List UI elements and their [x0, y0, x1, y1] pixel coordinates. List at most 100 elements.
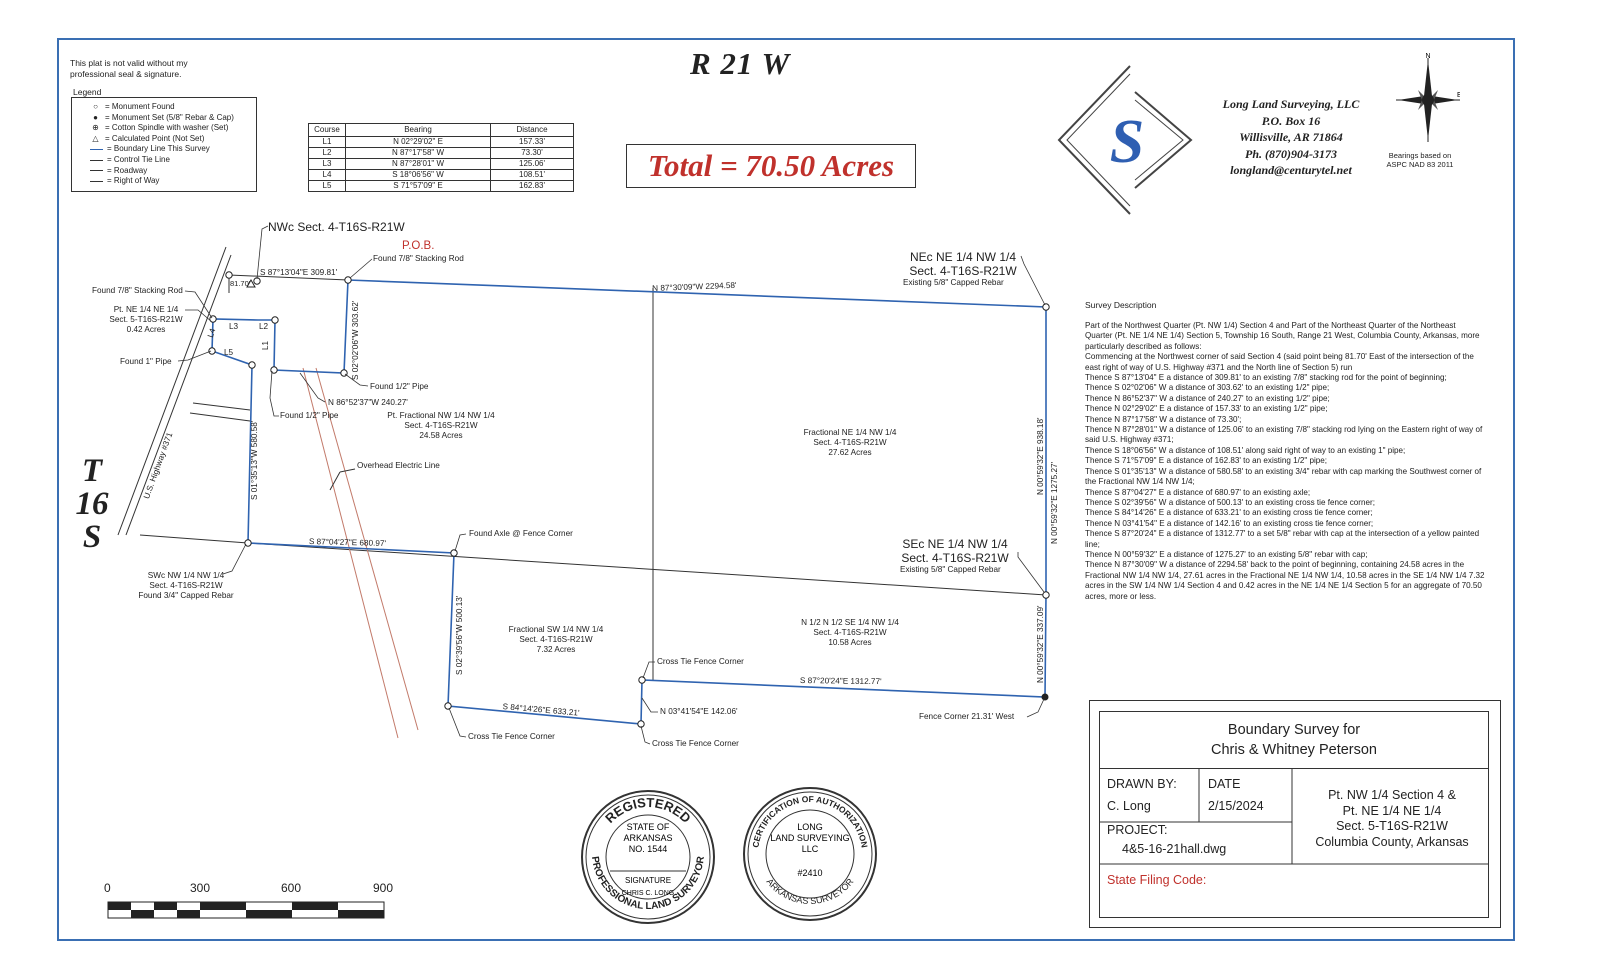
bearing-label: S 01°35'13"W 580.58' — [250, 420, 259, 500]
survey-description-title: Survey Description — [1085, 300, 1157, 310]
survey-description: Part of the Northwest Quarter (Pt. NW 1/… — [1085, 321, 1485, 601]
plat-border — [57, 38, 1515, 941]
cross-tie-label: Cross Tie Fence Corner — [468, 732, 555, 741]
frac-ne-parcel-label: Fractional NE 1/4 NW 1/4 Sect. 4-T16S-R2… — [803, 428, 897, 457]
bearing-label: S 87°04'27"E 680.97' — [308, 537, 387, 549]
company-name: Long Land Surveying, LLC — [1222, 97, 1360, 111]
title-block — [1099, 711, 1489, 918]
calculated-point-icon: △ — [92, 133, 99, 143]
legend-title: Legend — [73, 87, 102, 97]
svg-text:E: E — [1457, 92, 1460, 99]
bearing-label: N 86°52'37"W 240.27' — [328, 398, 408, 407]
bearing-label: S 02°39'56"W 500.13' — [455, 595, 464, 675]
cotton-spindle-icon: ⊕ — [92, 123, 99, 133]
course-label: L2 — [259, 322, 269, 331]
quarter-line — [247, 542, 1047, 596]
bearing-label: N 03°41'54"E 142.06' — [660, 707, 738, 716]
distance-label: 81.70' — [230, 279, 251, 288]
project-label: PROJECT: — [1107, 823, 1168, 837]
bearing-label: N 00°59'32"E 1275.27' — [1050, 461, 1059, 544]
date-value: 2/15/2024 — [1208, 799, 1264, 813]
cross-tie-label: Cross Tie Fence Corner — [657, 657, 744, 666]
swc-corner-label: SWc NW 1/4 NW 1/4 Sect. 4-T16S-R21W Foun… — [138, 571, 234, 600]
drawn-by-label: DRAWN BY: — [1107, 777, 1177, 791]
highway-edge — [117, 246, 227, 536]
svg-text:SIGNATURE: SIGNATURE — [625, 876, 671, 885]
range-label: R 21 W — [690, 46, 791, 81]
svg-text:CHRIS C. LONG: CHRIS C. LONG — [622, 890, 675, 897]
location-description: Pt. NW 1/4 Section 4 & Pt. NE 1/4 NE 1/4… — [1315, 788, 1469, 849]
legend-item: ⊕= Cotton Spindle with washer (Set) — [72, 123, 256, 134]
bearing-label: S 87°13'04"E 309.81' — [260, 268, 338, 277]
calculated-point-icon — [246, 278, 256, 288]
found-stacking-rod-label: Found 7/8" Stacking Rod — [373, 254, 464, 263]
course-label: L3 — [229, 322, 239, 331]
nec-monument-label: Existing 5/8" Capped Rebar — [903, 278, 1004, 287]
legend-item: ○= Monument Found — [72, 102, 256, 113]
title-block-frame — [1089, 700, 1501, 928]
highway-edge — [125, 254, 232, 536]
bearing-label: S 02°02'06"W 303.62' — [351, 300, 360, 380]
fence-corner-label: Fence Corner 21.31' West — [919, 712, 1015, 721]
company-info: Long Land Surveying, LLC P.O. Box 16 Wil… — [1196, 96, 1386, 179]
legend-item: ●= Monument Set (5/8" Rebar & Cap) — [72, 113, 256, 124]
cross-tie-label: Cross Tie Fence Corner — [652, 739, 739, 748]
found-pipe-label: Found 1" Pipe — [120, 357, 172, 366]
nwc-corner-label: NWc Sect. 4-T16S-R21W — [268, 220, 405, 234]
svg-text:ARKANSAS SURVEYOR: ARKANSAS SURVEYOR — [765, 876, 856, 906]
monument-found-icon: ○ — [93, 102, 98, 111]
course-label: L1 — [261, 340, 270, 350]
seal-disclaimer: This plat is not valid without my profes… — [70, 58, 188, 79]
found-pipe-label: Found 1/2" Pipe — [280, 411, 339, 420]
legend-item: △= Calculated Point (Not Set) — [72, 134, 256, 145]
legend-item: = Right of Way — [72, 176, 256, 187]
bearing-label: N 00°59'32"E 337.09' — [1036, 605, 1045, 683]
boundary-line-icon — [90, 149, 103, 151]
company-city: Willisville, AR 71864 — [1239, 130, 1343, 144]
svg-text:N: N — [1425, 53, 1430, 60]
title-block-grid — [1099, 769, 1489, 865]
registered-surveyor-seal: REGISTERED PROFESSIONAL LAND SURVEYOR ST… — [581, 790, 715, 924]
legend: ○= Monument Found ●= Monument Set (5/8" … — [71, 97, 257, 192]
scale-bar — [107, 901, 385, 919]
date-label: DATE — [1208, 777, 1241, 791]
found-pipe-label: Found 1/2" Pipe — [370, 382, 429, 391]
tie-line-icon — [90, 159, 103, 161]
drawn-by-value: C. Long — [1107, 799, 1151, 813]
right-of-way-line-icon — [90, 180, 103, 182]
north-arrow-icon: N E — [1396, 53, 1460, 142]
title-block-heading: Boundary Survey for Chris & Whitney Pete… — [1099, 711, 1489, 769]
svg-text:LAND SURVEYING: LAND SURVEYING — [770, 833, 849, 843]
authorization-seal: CERTIFICATION OF AUTHORIZATION ARKANSAS … — [743, 787, 877, 921]
project-value: 4&5-16-21hall.dwg — [1122, 842, 1227, 856]
monument-set-icon: ● — [93, 112, 98, 122]
legend-item: = Roadway — [72, 166, 256, 177]
svg-text:STATE OF: STATE OF — [627, 822, 670, 832]
pt-ne-parcel-label: Pt. NE 1/4 NE 1/4 Sect. 5-T16S-R21W 0.42… — [109, 305, 183, 334]
n12-parcel-label: N 1/2 N 1/2 SE 1/4 NW 1/4 Sect. 4-T16S-R… — [801, 618, 899, 647]
bearing-label: S 87°20'24"E 1312.77' — [799, 676, 882, 687]
scale-label: 600 — [281, 881, 302, 895]
overhead-line-label: Overhead Electric Line — [357, 461, 440, 470]
course-label: L5 — [224, 348, 234, 357]
frac-sw-parcel-label: Fractional SW 1/4 NW 1/4 Sect. 4-T16S-R2… — [508, 625, 604, 654]
total-acres-box: Total = 70.50 Acres — [626, 144, 916, 188]
monument-set-icon — [1041, 693, 1049, 701]
total-acres: Total = 70.50 Acres — [647, 148, 895, 183]
legend-item: = Control Tie Line — [72, 155, 256, 166]
nec-corner-label: NEc NE 1/4 NW 1/4 Sect. 4-T16S-R21W — [909, 250, 1017, 278]
bearing-label: N 00°59'32"E 938.18' — [1036, 417, 1045, 495]
svg-text:NO. 1544: NO. 1544 — [629, 844, 668, 854]
company-phone: Ph. (870)904-3173 — [1245, 146, 1337, 161]
logo-letter: S — [1110, 108, 1144, 176]
roadway-line-icon — [90, 170, 103, 172]
svg-text:ARKANSAS: ARKANSAS — [623, 833, 672, 843]
scale-label: 300 — [190, 881, 211, 895]
svg-text:LONG: LONG — [797, 822, 823, 832]
legend-item: = Boundary Line This Survey — [72, 144, 256, 155]
company-logo: S — [1057, 65, 1193, 215]
monuments — [208, 271, 1050, 728]
